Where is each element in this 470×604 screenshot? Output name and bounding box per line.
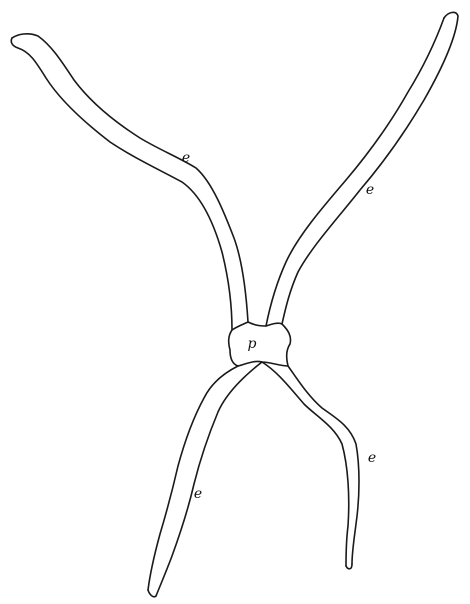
- label-center: p: [248, 336, 257, 352]
- label-lower-right: e: [368, 450, 376, 466]
- process-upper-right: [266, 12, 458, 326]
- process-upper-left: [11, 34, 248, 330]
- label-upper-right: e: [366, 182, 374, 198]
- process-lower-right: [262, 362, 359, 569]
- cell-body: [229, 322, 291, 366]
- label-lower-left: e: [194, 486, 202, 502]
- label-upper-left: e: [182, 150, 190, 166]
- process-lower-left: [148, 362, 262, 597]
